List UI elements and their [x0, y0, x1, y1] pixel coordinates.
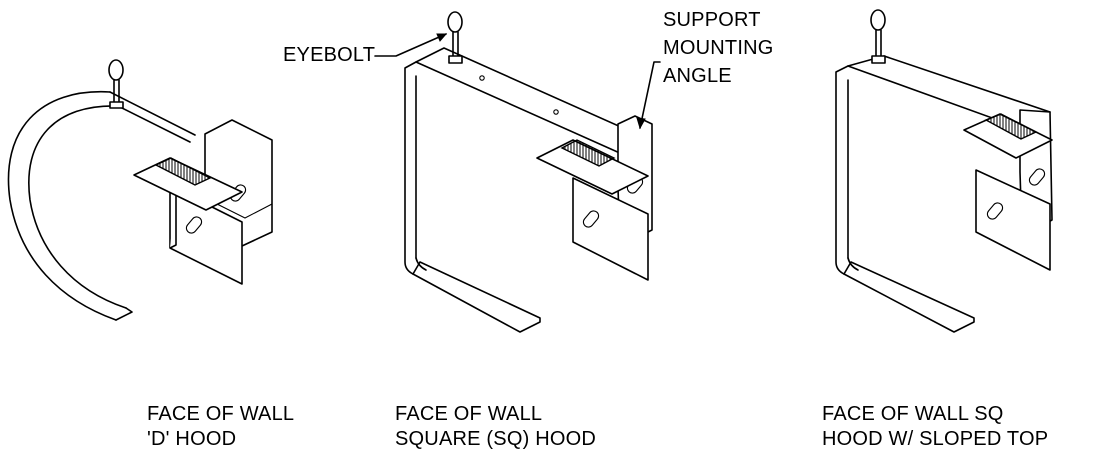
sq-hood-caption-line1: FACE OF WALL [395, 403, 543, 425]
sloped-hood-eyebolt [870, 9, 886, 64]
d-hood-caption-line1: FACE OF WALL [147, 403, 295, 425]
d-hood-angle-face [169, 185, 243, 285]
d-hood-caption-line2: 'D' HOOD [147, 428, 237, 450]
sloped-hood-caption-line1: FACE OF WALL SQ [822, 403, 1004, 425]
sq-hood-top-strap [415, 47, 651, 155]
sq-hood-angle-face [572, 177, 649, 281]
sq-hood-eyebolt [447, 11, 463, 64]
eyebolt-callout: EYEBOLT [283, 44, 376, 66]
sq-hood-slot [582, 210, 600, 228]
d-hood-strap-inner [28, 105, 127, 309]
sq-hood-caption-line2: SQUARE (SQ) HOOD [395, 428, 596, 450]
sloped-hood-caption-line2: HOOD W/ SLOPED TOP [822, 428, 1049, 450]
sloped-hood-vertical-outer [835, 65, 849, 275]
eyebolt-leader [374, 33, 447, 57]
support-callout-line1: SUPPORT [663, 9, 761, 31]
sq-hood-drawing [374, 11, 661, 333]
d-hood-slot [185, 216, 203, 234]
sloped-hood-angle-face [975, 169, 1051, 271]
d-hood-eyebolt [108, 59, 124, 109]
sq-hood-bottom-foot [412, 261, 541, 333]
sloped-hood-slot [986, 202, 1004, 220]
d-hood-strap-outer [7, 91, 117, 321]
d-hood-drawing [7, 59, 273, 321]
sloped-hood-drawing [835, 9, 1053, 333]
support-angle-leader [639, 61, 661, 129]
sloped-hood-slot [1028, 168, 1046, 186]
sq-hood-vertical-outer [404, 61, 417, 275]
support-callout-line3: ANGLE [663, 65, 732, 87]
sloped-hood-bottom-foot [843, 261, 975, 333]
support-callout-line2: MOUNTING [663, 37, 774, 59]
